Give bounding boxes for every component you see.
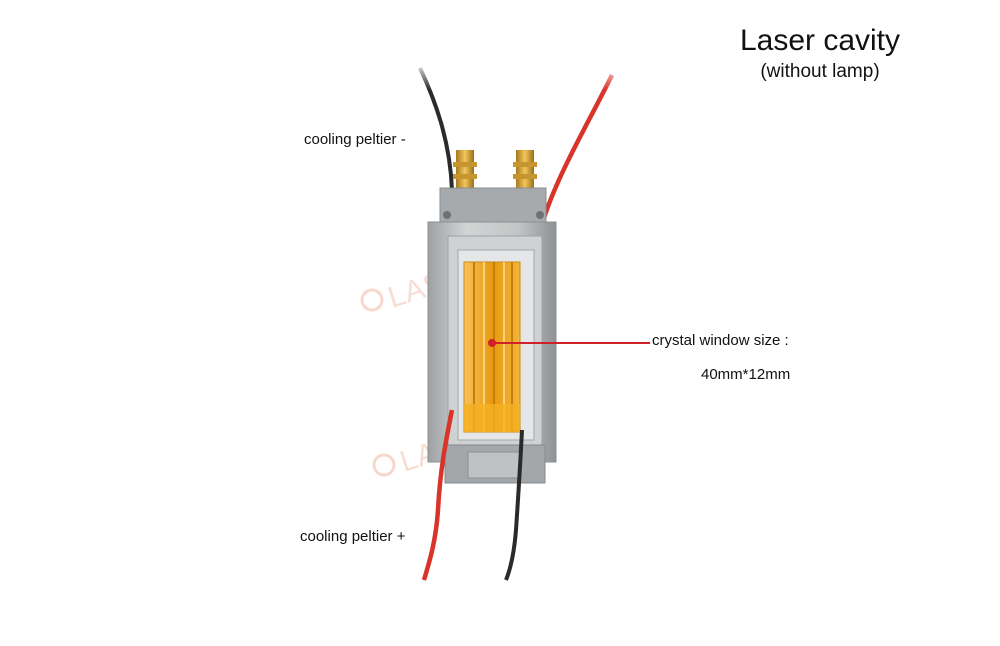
- crystal-pointer-dot: [488, 339, 496, 347]
- brass-nozzle-left: [453, 150, 477, 192]
- red-wire-bottom: [421, 409, 455, 581]
- label-cooling-peltier-minus: cooling peltier -: [304, 131, 406, 148]
- brass-nozzle-right: [513, 150, 537, 192]
- label-crystal-window-size: crystal window size :: [652, 332, 789, 349]
- label-cooling-peltier-plus: cooling peltier +: [300, 528, 406, 545]
- page-subtitle: (without lamp): [760, 61, 880, 82]
- page-title: Laser cavity: [739, 24, 901, 57]
- cavity-top-cap: [439, 187, 547, 223]
- black-wire-bottom: [504, 429, 524, 581]
- label-window-dimensions: 40mm*12mm: [701, 366, 791, 383]
